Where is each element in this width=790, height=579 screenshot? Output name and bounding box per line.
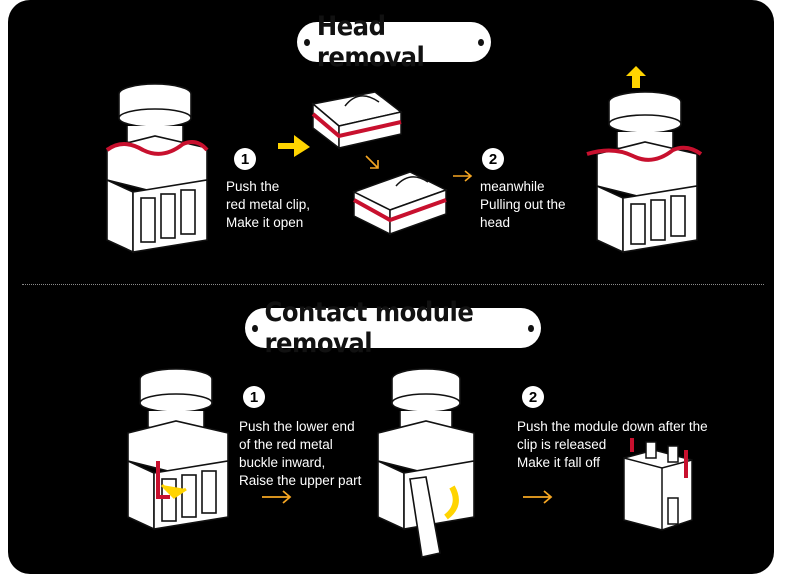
- step-1-badge: 1: [234, 148, 256, 170]
- metal-clip-illustration: [311, 91, 403, 150]
- bullet-dot: [528, 324, 534, 332]
- metal-clip-open-illustration: [352, 171, 448, 236]
- next-step-arrow-icon: [523, 490, 553, 504]
- orange-arrow-icon: [365, 155, 379, 169]
- step-1-instructions: Push the lower end of the red metal buck…: [239, 419, 362, 488]
- step-2-badge: 2: [522, 386, 544, 408]
- step-2-instructions: meanwhile Pulling out the head: [480, 179, 566, 230]
- head-removal-title-text: Head removal: [316, 11, 425, 73]
- module-release-illustration: [377, 368, 475, 558]
- step-2-instructions: Push the module down after the clip is r…: [517, 419, 708, 470]
- module-push-illustration: [127, 368, 229, 531]
- head-removal-title: Head removal: [297, 11, 491, 73]
- button-assembly-illustration: [105, 83, 209, 254]
- bullet-dot: [304, 38, 310, 46]
- step-1-instructions: Push the red metal clip, Make it open: [226, 179, 311, 230]
- instruction-panel: Head removal 1 Push the red metal clip, …: [8, 0, 774, 574]
- next-step-arrow-icon: [453, 170, 473, 182]
- contact-module-illustration: [623, 438, 693, 531]
- step-1-badge: 1: [243, 386, 265, 408]
- button-head-removed-illustration: [586, 91, 703, 254]
- step-2-badge: 2: [482, 148, 504, 170]
- contact-module-removal-title: Contact module removal: [245, 297, 541, 359]
- up-arrow-icon: [626, 66, 646, 88]
- bullet-dot: [252, 324, 258, 332]
- bullet-dot: [478, 38, 485, 46]
- contact-module-removal-title-text: Contact module removal: [264, 297, 474, 359]
- section-divider: [22, 284, 764, 285]
- next-step-arrow-icon: [262, 490, 292, 504]
- push-arrow-icon: [278, 135, 310, 157]
